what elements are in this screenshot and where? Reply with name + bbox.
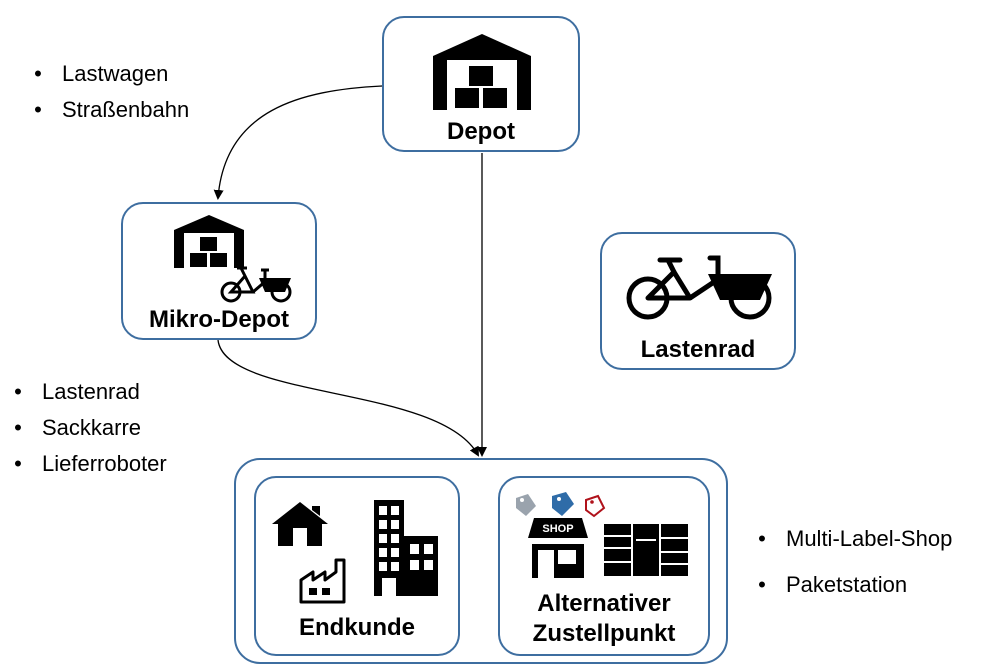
micro-depot-label: Mikro-Depot bbox=[149, 306, 289, 333]
cargo-bike-label: Lastenrad bbox=[640, 336, 756, 363]
list-depot-to-micro-depot: •Lastwagen •Straßenbahn bbox=[28, 56, 189, 128]
list-micro-depot-to-customer: •Lastenrad •Sackkarre •Lieferroboter bbox=[8, 374, 167, 482]
cargo-bike-node: Lastenrad bbox=[600, 232, 796, 370]
factory-icon bbox=[299, 558, 346, 604]
arrow-depot-to-micro-depot bbox=[213, 85, 383, 200]
cargo-bike-icon bbox=[220, 266, 292, 303]
arrow-micro-depot-to-delivery bbox=[217, 339, 479, 457]
depot-label: Depot bbox=[447, 118, 515, 145]
svg-text:SHOP: SHOP bbox=[542, 523, 573, 535]
list-alternative-delivery-point-types: •Multi-Label-Shop •Paketstation bbox=[752, 516, 952, 608]
list-item: •Multi-Label-Shop bbox=[758, 526, 953, 551]
price-tags-icon bbox=[516, 492, 606, 518]
cargo-bike-icon bbox=[626, 255, 772, 320]
list-item: •Lastwagen bbox=[34, 61, 169, 86]
warehouse-icon bbox=[174, 215, 244, 268]
micro-depot-node: Mikro-Depot bbox=[121, 202, 317, 340]
end-customer-node: Endkunde bbox=[254, 476, 460, 656]
list-item: •Straßenbahn bbox=[34, 97, 190, 122]
house-icon bbox=[272, 502, 328, 546]
warehouse-icon bbox=[433, 34, 531, 110]
alt-delivery-point-label-line2: Zustellpunkt bbox=[532, 620, 676, 647]
parcel-locker-icon bbox=[604, 524, 688, 576]
list-item: •Paketstation bbox=[758, 572, 908, 597]
alt-delivery-point-node: SHOP Alternativer Zustellpunkt bbox=[498, 476, 710, 656]
office-building-icon bbox=[374, 500, 438, 596]
depot-node: Depot bbox=[382, 16, 580, 152]
shop-icon: SHOP bbox=[528, 518, 588, 578]
alt-delivery-point-label-line1: Alternativer bbox=[537, 590, 671, 617]
list-item: •Sackkarre bbox=[14, 415, 142, 440]
end-customer-label: Endkunde bbox=[298, 614, 415, 641]
list-item: •Lastenrad bbox=[14, 379, 140, 404]
list-item: •Lieferroboter bbox=[14, 451, 167, 476]
